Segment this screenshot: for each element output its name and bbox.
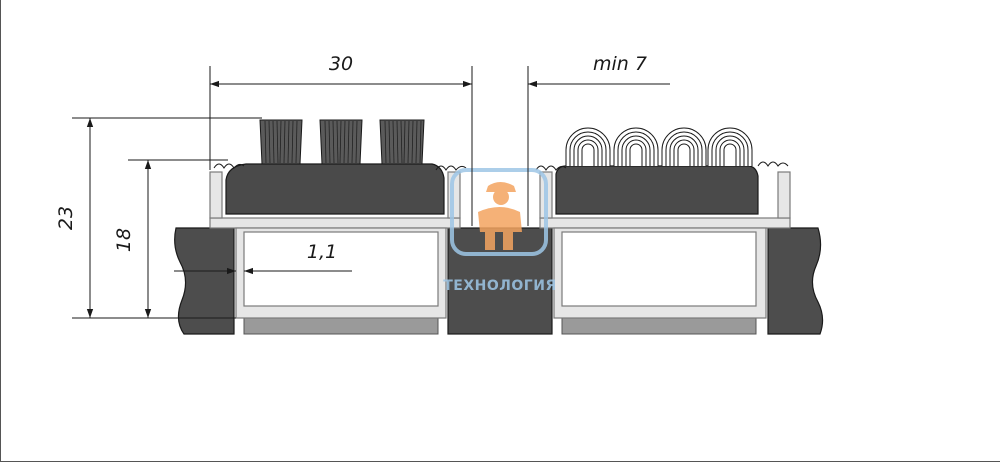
dimension-label-1-1: 1,1: [307, 241, 337, 263]
brush-strip: [319, 119, 363, 165]
dimension-label-min-7: min 7: [593, 53, 647, 75]
textile-loop: [707, 127, 753, 166]
brush-strip: [379, 119, 425, 165]
edge-trims: [213, 161, 789, 171]
watermark-label: ТЕХНОЛОГИЯ: [443, 278, 556, 294]
watermark-frame: [450, 168, 548, 256]
watermark: ТЕХНОЛОГИЯ: [443, 168, 556, 294]
brush-strips: [259, 119, 425, 165]
floor-left: [174, 227, 235, 335]
textile-loops: [565, 127, 753, 166]
dimension-height-18: [128, 159, 228, 318]
dimension-height-23: [72, 117, 262, 319]
profile-right: [539, 171, 791, 319]
textile-loop: [613, 127, 659, 166]
dimension-label-18: 18: [113, 228, 135, 252]
floor-center: [447, 227, 553, 335]
rubber-insert-left: [225, 163, 445, 215]
brush-strip: [259, 119, 303, 165]
dimension-label-23: 23: [55, 206, 77, 230]
textile-loop: [565, 127, 611, 166]
worker-icon: [478, 182, 522, 250]
textile-loop: [661, 127, 707, 166]
pad-left: [243, 317, 439, 335]
pad-right: [561, 317, 757, 335]
rubber-insert-right: [555, 165, 759, 215]
floor-right: [767, 227, 824, 335]
dimension-gap-min-7: [450, 66, 670, 226]
dimension-label-30: 30: [329, 53, 353, 75]
